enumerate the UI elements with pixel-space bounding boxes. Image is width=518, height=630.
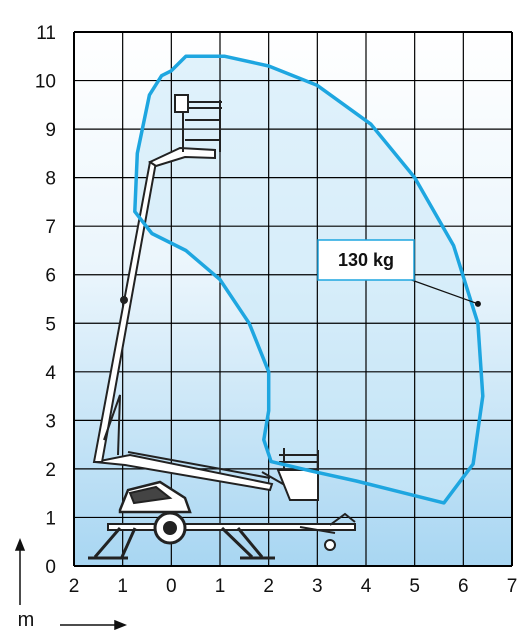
working-envelope-outline [133,54,485,505]
y-tick-label: 5 [45,314,56,335]
aerial-lift-illustration [88,94,356,560]
x-tick-label: 1 [117,576,128,597]
y-tick-label: 11 [36,23,56,44]
x-tick-label: 2 [263,576,274,597]
callout-leader-line [405,277,479,305]
y-tick-label: 6 [45,266,56,287]
y-tick-label: 10 [35,72,56,93]
x-tick-label: 4 [361,576,372,597]
y-tick-label: 1 [45,508,56,529]
x-tick-label: 5 [409,576,420,597]
y-tick-label: 3 [45,411,56,432]
axis-arrows [14,537,128,630]
x-tick-label: 1 [215,576,226,597]
x-tick-label: 0 [166,576,177,597]
x-axis-unit: m [18,609,35,630]
y-axis-tick-labels: 0 1 2 3 4 5 6 7 8 9 10 11 [35,23,57,578]
y-tick-label: 4 [45,363,56,384]
callout-box [317,239,415,281]
x-axis-tick-labels: 2 1 0 1 2 3 4 5 6 7 [69,576,518,597]
y-tick-label: 8 [45,169,56,190]
callout-point [474,300,481,307]
load-capacity-label: 130 kg [338,250,394,270]
y-tick-label: 2 [45,460,56,481]
y-tick-label: 0 [45,557,56,578]
working-envelope-fill [134,56,483,503]
x-tick-label: 7 [507,576,518,597]
x-tick-label: 6 [458,576,469,597]
y-tick-label: 7 [45,217,56,238]
x-tick-label: 3 [312,576,323,597]
y-tick-label: 9 [45,120,56,141]
x-tick-label: 2 [69,576,80,597]
